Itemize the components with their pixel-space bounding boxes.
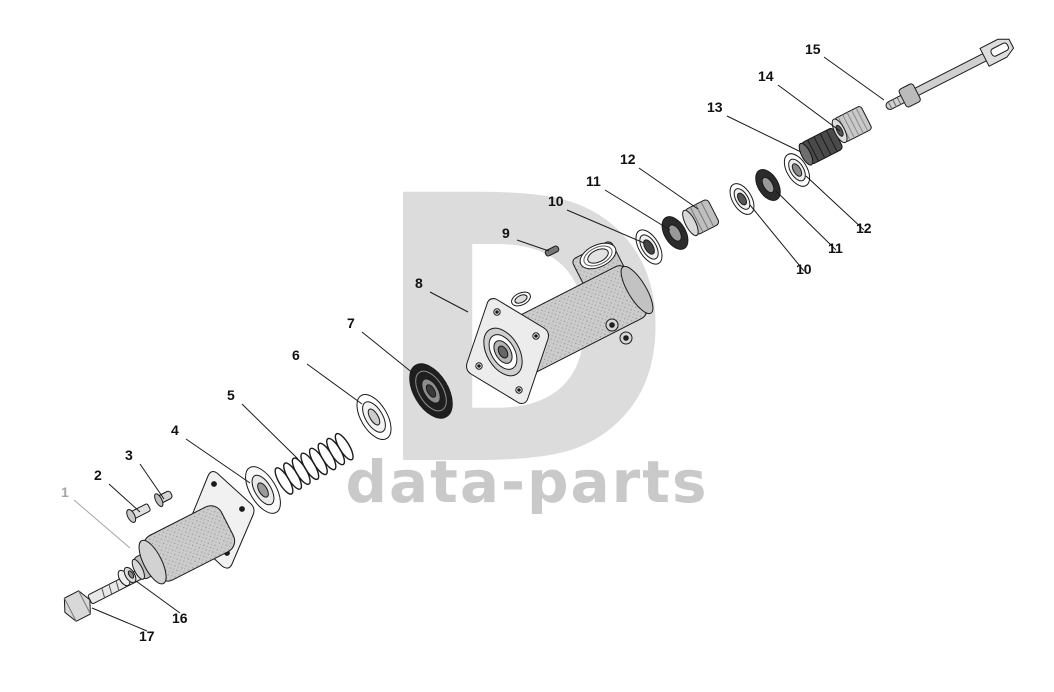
callout-1: 1 — [61, 484, 69, 500]
callout-12-right: 12 — [856, 220, 872, 236]
callout-13: 13 — [707, 99, 723, 115]
part-4-disc — [245, 466, 281, 514]
callout-11-left: 11 — [586, 173, 601, 189]
part-13-piston — [798, 128, 843, 166]
watermark-text: data-parts — [345, 448, 708, 516]
part-2-screw — [126, 503, 151, 523]
callout-8: 8 — [415, 275, 423, 291]
callout-10-right: 10 — [796, 261, 812, 277]
part-9-pin — [544, 245, 560, 257]
part-1-body — [131, 471, 255, 585]
part-3-screw — [154, 490, 173, 508]
callout-9: 9 — [502, 225, 510, 241]
callout-5: 5 — [227, 387, 235, 403]
part-11-cup-seal-left — [661, 216, 689, 250]
part-16-washer — [117, 566, 137, 587]
callout-2: 2 — [94, 467, 102, 483]
callout-14: 14 — [758, 68, 774, 84]
leader-lines — [73, 56, 885, 632]
part-7-seal-boot — [409, 363, 453, 419]
callout-10-left: 10 — [548, 193, 564, 209]
part-10-washer-left — [635, 229, 663, 265]
part-12-spacer-left — [682, 199, 720, 237]
callout-11-right: 11 — [828, 240, 843, 256]
callout-12-left: 12 — [620, 151, 636, 167]
callout-17: 17 — [139, 628, 155, 644]
part-12-washer-right — [783, 153, 811, 187]
callout-6: 6 — [292, 347, 300, 363]
part-6-retainer-ring — [356, 394, 392, 440]
callout-15: 15 — [805, 41, 821, 57]
callout-3: 3 — [125, 447, 133, 463]
part-10-washer-right — [729, 183, 755, 215]
callout-4: 4 — [171, 422, 179, 438]
part-5-spring — [274, 432, 354, 495]
part-17-bolt — [63, 569, 144, 622]
callout-16: 16 — [172, 610, 188, 626]
part-11-cup-seal-right — [755, 169, 781, 201]
part-8-cylinder-body — [466, 241, 654, 404]
part-15-push-rod — [885, 38, 1015, 110]
callout-7: 7 — [347, 315, 355, 331]
